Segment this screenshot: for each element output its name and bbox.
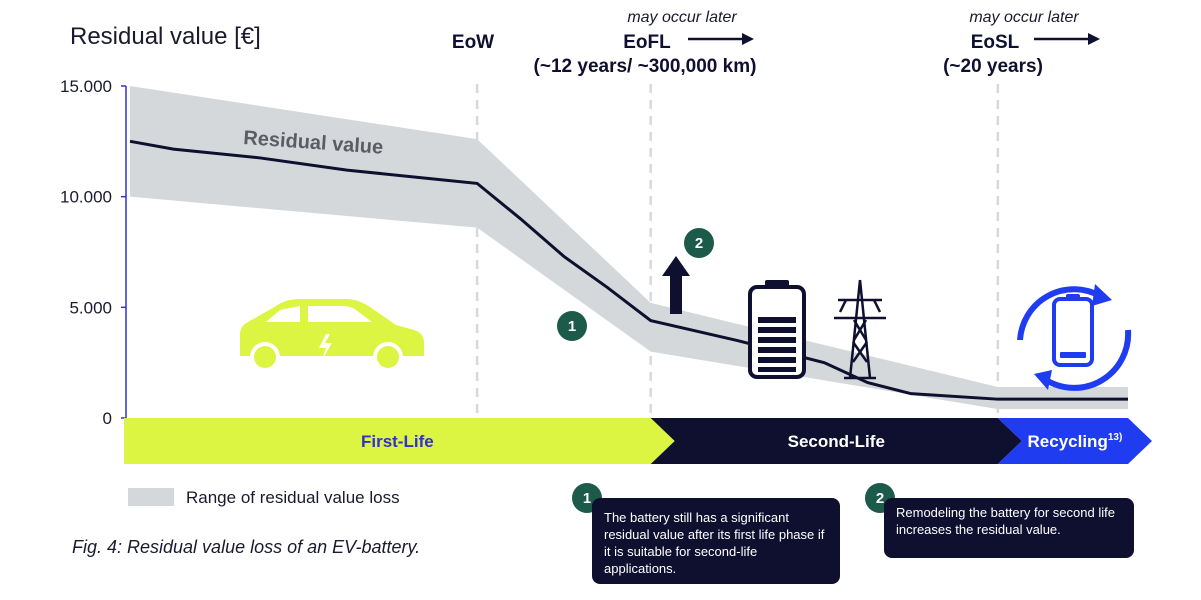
marker-eofl-sub: (~12 years/ ~300,000 km) (534, 56, 757, 77)
up-arrow-icon (662, 256, 690, 314)
marker-eofl: may occur later EoFL (~12 years/ ~300,00… (534, 9, 757, 77)
y-axis-title: Residual value [€] (70, 23, 261, 50)
badge-1-label: 1 (568, 318, 576, 335)
phase-recycling (997, 418, 1152, 464)
right-arrow-icon (1034, 33, 1100, 45)
car-icon (240, 299, 424, 372)
note-1: The battery still has a significant resi… (592, 498, 840, 584)
y-tick-label: 15.000 (60, 77, 112, 96)
figure-caption: Fig. 4: Residual value loss of an EV-bat… (72, 537, 420, 557)
badge-2-label: 2 (695, 235, 703, 252)
note-1-badge-label: 1 (583, 490, 591, 507)
phase-label-first: First-Life (361, 432, 434, 451)
phase-first (124, 418, 675, 464)
y-tick-label: 10.000 (60, 188, 112, 207)
marker-eow-name: EoW (452, 32, 494, 53)
power-pylon-icon (834, 279, 886, 380)
marker-eosl: may occur later EoSL (~20 years) (943, 9, 1100, 77)
right-arrow-icon (688, 33, 754, 45)
marker-eofl-note: may occur later (627, 9, 737, 26)
residual-value-line (129, 139, 1128, 401)
note-2-text: Remodeling the battery for second life i… (896, 505, 1115, 537)
badge-1: 1 (557, 311, 587, 341)
marker-eosl-name: EoSL (971, 32, 1020, 53)
marker-eofl-name: EoFL (623, 32, 671, 53)
phase-label-second: Second-Life (788, 432, 885, 451)
marker-eow: EoW (452, 32, 494, 53)
marker-eosl-note: may occur later (969, 9, 1079, 26)
legend-label: Range of residual value loss (186, 488, 400, 507)
legend-swatch (128, 488, 174, 506)
phase-bar: First-Life Second-Life Recycling13) (124, 418, 1152, 464)
residual-value-range-band (130, 86, 1128, 410)
y-tick-label: 0 (103, 409, 112, 428)
y-axis-ticks: 0 5.000 10.000 15.000 (60, 77, 126, 428)
phase-second (650, 418, 1022, 464)
phase-label-recycling: Recycling13) (1028, 432, 1123, 451)
note-2-badge-label: 2 (876, 490, 884, 507)
marker-eosl-sub: (~20 years) (943, 56, 1043, 77)
note-1-text: The battery still has a significant resi… (604, 510, 825, 576)
battery-icon (748, 280, 806, 379)
note-2: Remodeling the battery for second life i… (884, 498, 1134, 558)
badge-2: 2 (684, 228, 714, 258)
legend: Range of residual value loss (128, 488, 400, 507)
recycle-icon (1017, 284, 1132, 391)
y-tick-label: 5.000 (69, 298, 112, 317)
